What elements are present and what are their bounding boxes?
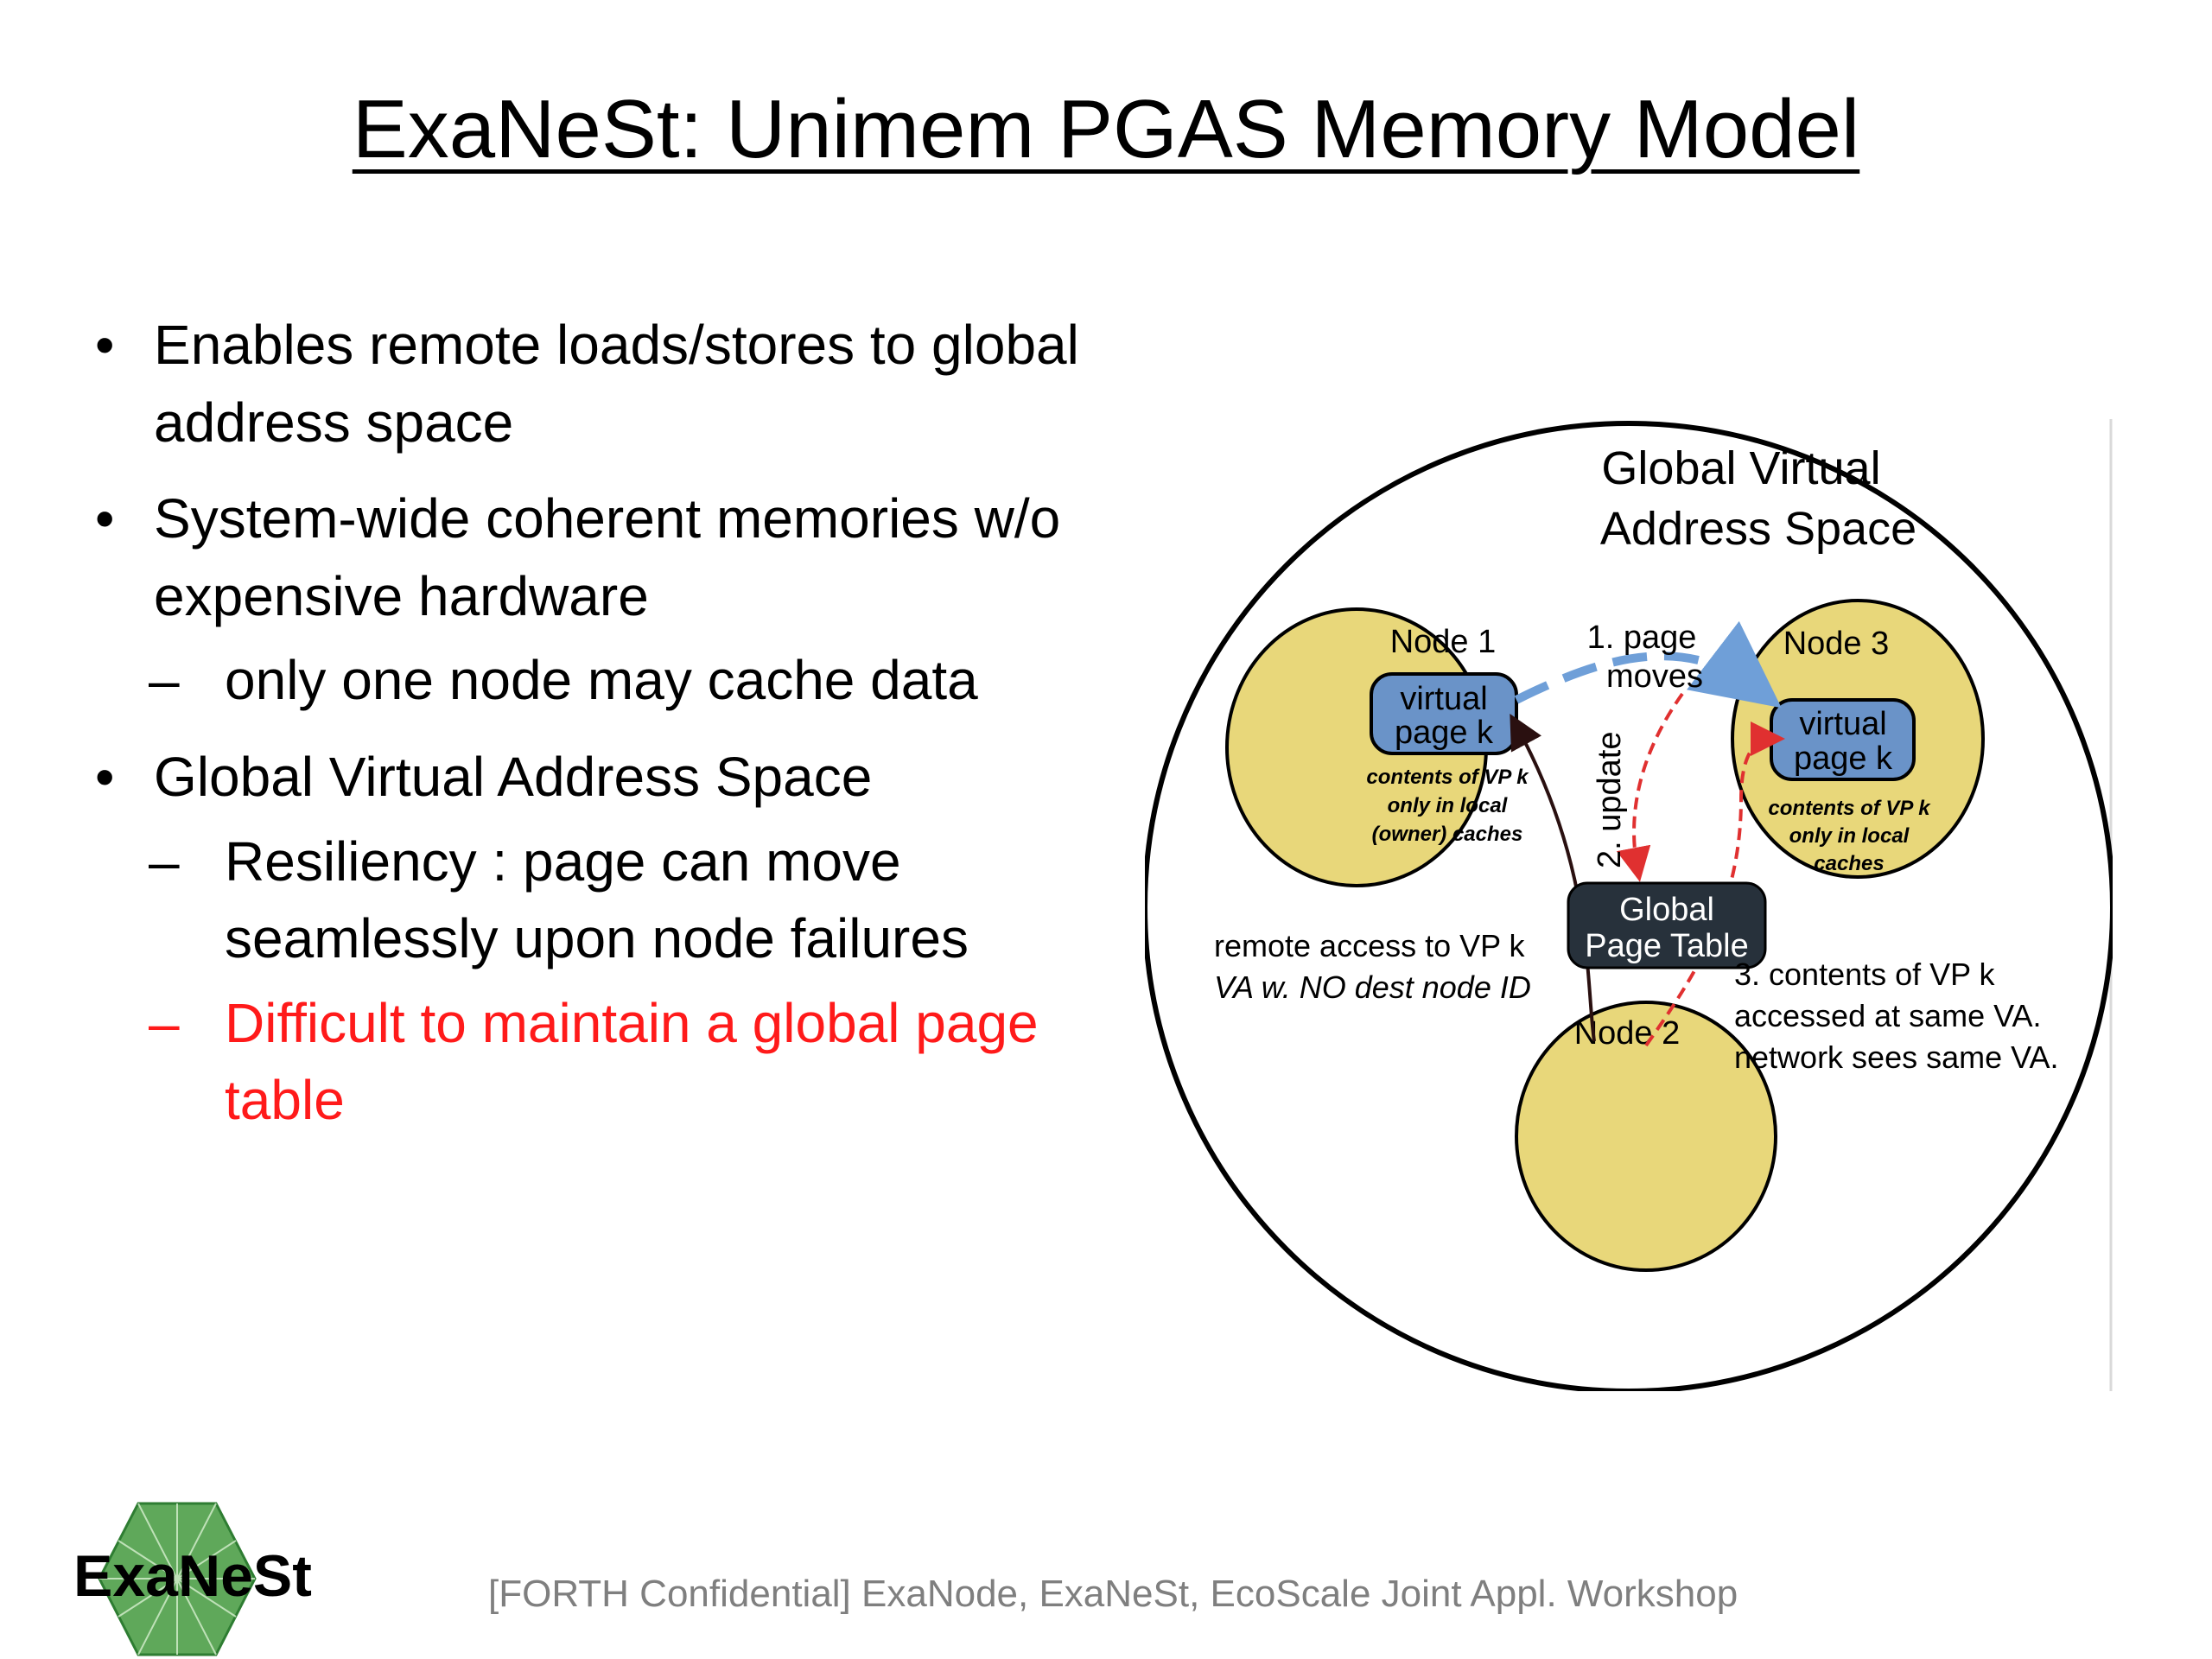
remote-access-text-line1: remote access to VP k	[1214, 928, 1525, 963]
logo-text: ExaNeSt	[73, 1543, 312, 1609]
node-3-note-line2: only in local	[1789, 824, 1910, 848]
sub-bullet-item: – only one node may cache data	[95, 642, 1166, 720]
bullet-item: • Enables remote loads/stores to global …	[95, 307, 1166, 461]
bullet-dot-icon: •	[95, 487, 115, 550]
page-moves-label-line2: moves	[1606, 658, 1703, 695]
bullet-item: • Global Virtual Address Space	[95, 739, 1166, 817]
remote-access-text-line2: VA w. NO dest node ID	[1214, 969, 1531, 1005]
page-moves-label-line1: 1. page	[1587, 620, 1697, 656]
dash-icon: –	[149, 830, 180, 893]
update-arrow	[1616, 692, 1684, 882]
global-address-space-label-line2: Address Space	[1600, 503, 1916, 555]
bullet-text: Enables remote loads/stores to global ad…	[154, 314, 1079, 454]
node-3-note-line3: caches	[1814, 852, 1884, 875]
dash-icon: –	[149, 649, 180, 712]
global-page-table	[1567, 881, 1767, 969]
node-1-title: Node 1	[1390, 624, 1497, 660]
global-address-space-label-line1: Global Virtual	[1601, 442, 1880, 494]
update-label: 2. update	[1592, 732, 1628, 868]
bullet-dot-icon: •	[95, 745, 115, 808]
node-1-note-line3: (owner) caches	[1372, 823, 1523, 846]
sub-bullet-text: Difficult to maintain a global page tabl…	[225, 991, 1039, 1132]
contents-text-line2: accessed at same VA.	[1734, 998, 2042, 1033]
node-3-title: Node 3	[1783, 626, 1890, 662]
node-1-page-line2: page k	[1395, 715, 1494, 751]
node-3-page-line2: page k	[1794, 741, 1893, 777]
node-3-note-line1: contents of VP k	[1768, 797, 1931, 820]
sub-bullet-text: Resiliency : page can move seamlessly up…	[225, 830, 969, 970]
contents-text-line3: network sees same VA.	[1734, 1039, 2059, 1075]
bullet-text: Global Virtual Address Space	[154, 745, 873, 808]
node-1-page-line1: virtual	[1400, 681, 1487, 717]
logo-mesh	[99, 1503, 255, 1656]
contents-text-line1: 3. contents of VP k	[1734, 957, 1996, 992]
dash-icon: –	[149, 991, 180, 1054]
sub-bullet-text: only one node may cache data	[225, 649, 978, 712]
bullet-item: • System-wide coherent memories w/o expe…	[95, 480, 1166, 635]
pgas-diagram: Global Virtual Address Space Node 1 virt…	[1145, 419, 2113, 1391]
global-page-table-line2: Page Table	[1585, 928, 1748, 964]
bullet-text: System-wide coherent memories w/o expens…	[154, 487, 1061, 627]
slide-title: ExaNeSt: Unimem PGAS Memory Model	[352, 83, 1860, 175]
node-1-note-line2: only in local	[1388, 794, 1509, 817]
node-1-note-line1: contents of VP k	[1366, 766, 1529, 789]
bullet-dot-icon: •	[95, 314, 115, 376]
sub-bullet-item: – Resiliency : page can move seamlessly …	[95, 823, 1166, 978]
node-2-circle	[1515, 1001, 1777, 1272]
footer-text: [FORTH Confidential] ExaNode, ExaNeSt, E…	[488, 1573, 1738, 1615]
global-page-table-line1: Global	[1619, 892, 1714, 928]
sub-bullet-item-highlight: – Difficult to maintain a global page ta…	[95, 985, 1166, 1140]
remote-access-node3-arrow	[1644, 721, 1785, 1047]
node-3-page-line1: virtual	[1799, 706, 1886, 742]
exanest-logo: ExaNeSt	[73, 1502, 312, 1656]
bullet-list: • Enables remote loads/stores to global …	[95, 307, 1166, 1140]
page-moves-arrow	[1514, 620, 1782, 709]
